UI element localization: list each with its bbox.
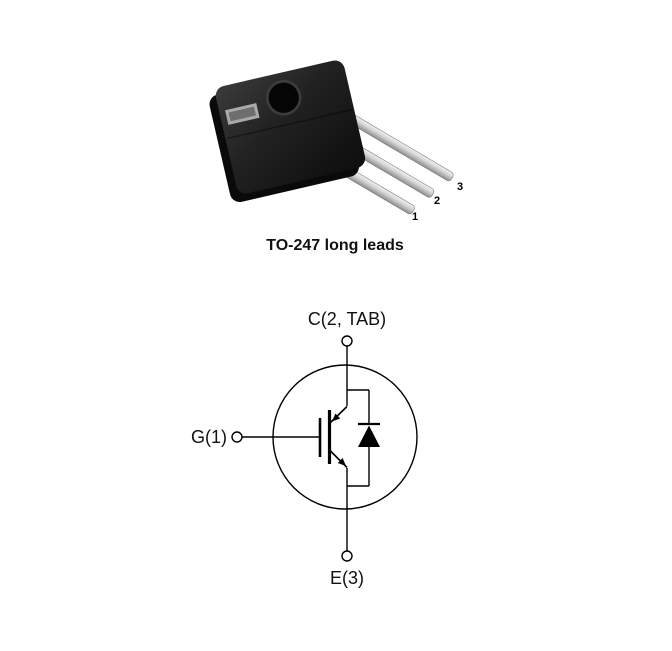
package-notch-inner <box>228 106 256 122</box>
pin-1-label: 1 <box>412 211 418 223</box>
pin-3-label: 3 <box>457 181 463 193</box>
igbt-symbol <box>318 405 348 469</box>
gate-label: G(1) <box>191 427 227 447</box>
package-front-face <box>215 60 366 194</box>
emitter-terminal <box>341 550 353 562</box>
collector-label: C(2, TAB) <box>308 309 386 329</box>
package-mold-edge <box>227 108 353 140</box>
package-illustration: 1 2 3 TO-247 long leads <box>209 60 463 254</box>
mounting-hole-rim <box>265 79 302 116</box>
igbt-schematic: C(2, TAB) G(1) E(3) <box>191 309 418 588</box>
collector-terminal <box>341 335 353 347</box>
package-caption: TO-247 long leads <box>266 237 404 254</box>
diode-icon <box>358 422 380 447</box>
emitter-label: E(3) <box>330 568 364 588</box>
diode-triangle <box>358 425 380 447</box>
pin-2-label: 2 <box>434 195 440 207</box>
collector-arrow-icon <box>332 413 341 422</box>
package-body <box>209 60 366 203</box>
mounting-hole <box>268 82 299 113</box>
gate-terminal <box>231 431 243 443</box>
emitter-arrow-icon <box>337 458 346 466</box>
